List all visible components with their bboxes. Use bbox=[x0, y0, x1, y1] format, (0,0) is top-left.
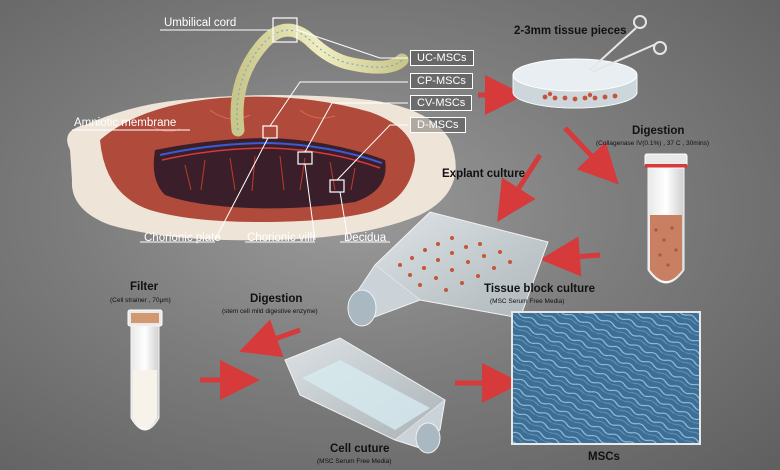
step-digestion-mid-detail: (stem cell mild digestive enzyme) bbox=[222, 308, 318, 315]
petri-dish bbox=[512, 58, 638, 109]
cell-culture-flask bbox=[284, 337, 446, 454]
leader-lines bbox=[72, 29, 408, 243]
scissors bbox=[589, 15, 667, 73]
step-mscs: MSCs bbox=[588, 451, 620, 463]
label-decidua: Decidua bbox=[344, 232, 387, 244]
arrow-to-tissue-block bbox=[540, 236, 601, 277]
process-arrows bbox=[200, 75, 619, 403]
step-digestion-top: Digestion bbox=[632, 125, 685, 137]
msc-image bbox=[511, 311, 701, 445]
step-digestion-top-detail: (Collagenase IV(0.1%) , 37 C , 30mins) bbox=[596, 140, 710, 147]
step-cell-culture: Cell cuture bbox=[330, 443, 390, 455]
label-umbilical-cord: Umbilical cord bbox=[164, 17, 237, 29]
arrow-to-explant bbox=[497, 153, 543, 222]
cell-type-uc-mscs: UC-MSCs bbox=[410, 50, 474, 66]
arrow-to-filter bbox=[239, 319, 301, 358]
step-tissue-block-culture: Tissue block culture bbox=[484, 283, 595, 295]
step-digestion-mid: Digestion bbox=[250, 293, 303, 305]
step-tissue-pieces: 2-3mm tissue pieces bbox=[514, 25, 627, 37]
label-amniotic-membrane: Amniotic membrane bbox=[74, 117, 177, 129]
step-filter-detail: (Cell strainer , 70μm) bbox=[110, 297, 171, 304]
label-chorionic-plate: Chorionic plate bbox=[144, 232, 221, 244]
tissue-block-flask bbox=[347, 211, 549, 327]
cell-type-cp-mscs: CP-MSCs bbox=[410, 73, 473, 89]
step-tissue-block-detail: (MSC Serum Free Media) bbox=[490, 298, 565, 305]
step-explant-culture: Explant culture bbox=[442, 168, 526, 180]
arrow-to-digestion bbox=[563, 126, 619, 185]
step-cell-culture-detail: (MSC Serum Free Media) bbox=[317, 458, 392, 465]
label-chorionic-villi: Chorionic villi bbox=[247, 232, 315, 244]
villi-layer bbox=[153, 138, 386, 209]
filter-tube bbox=[127, 309, 163, 431]
cell-type-cv-mscs: CV-MSCs bbox=[410, 95, 473, 111]
centrifuge-tube-digestion bbox=[644, 153, 688, 284]
step-filter: Filter bbox=[130, 281, 159, 293]
placenta-illustration bbox=[67, 17, 456, 241]
cell-type-d-mscs: D-MSCs bbox=[410, 117, 466, 133]
